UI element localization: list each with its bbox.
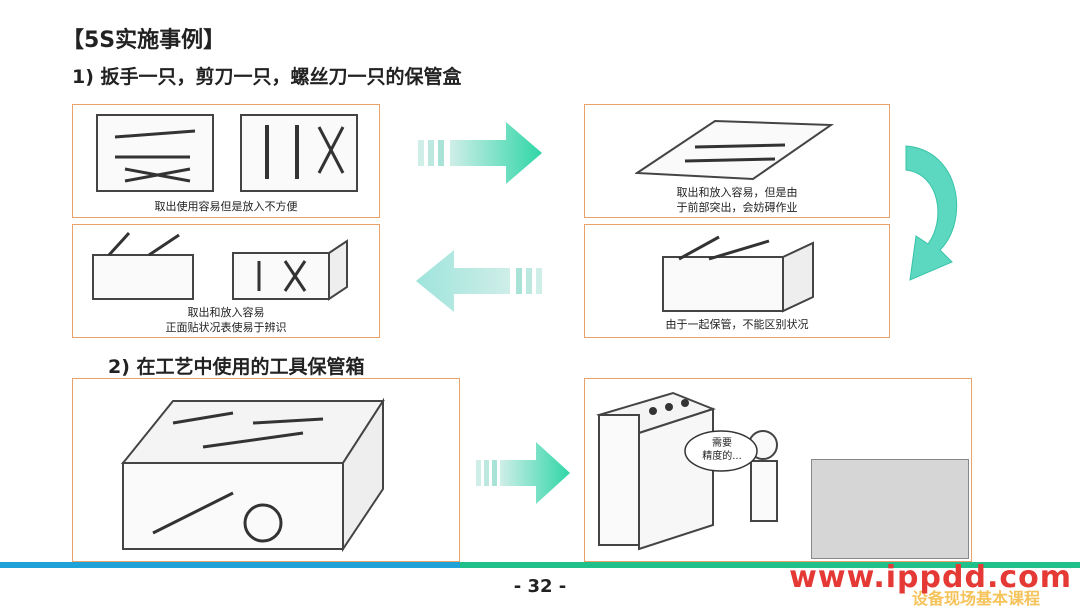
- curved-arrow-down-icon: [905, 145, 958, 281]
- sketch-labelled-box-b: [232, 239, 348, 301]
- sketch-labelled-box-a: [92, 231, 194, 300]
- arrow-left-icon: [416, 250, 542, 312]
- section2-heading: 2) 在工艺中使用的工具保管箱: [108, 356, 365, 378]
- arrow-right-icon-2: [476, 442, 570, 504]
- caption-top-right-1: 取出和放入容易，但是由: [676, 186, 798, 199]
- caption-middle-left-1: 取出和放入容易: [187, 306, 265, 319]
- section1-heading: 1) 扳手一只，剪刀一只，螺丝刀一只的保管盒: [72, 66, 462, 88]
- speech-bubble-icon: [684, 430, 758, 472]
- caption-top-left: 取出使用容易但是放入不方便: [154, 200, 298, 213]
- arrow-right-icon: [418, 122, 542, 184]
- panel-mixed-box: 由于一起保管，不能区别状况: [584, 224, 890, 338]
- caption-middle-right: 由于一起保管，不能区别状况: [665, 318, 809, 331]
- watermark-subtitle: 设备现场基本课程: [911, 589, 1040, 608]
- sketch-toolboard-b: [240, 114, 358, 192]
- panel-toolbox-flat: 取出使用容易但是放入不方便: [72, 104, 380, 218]
- speech-text-2: 精度的...: [702, 451, 742, 462]
- speech-text-1: 需要: [712, 438, 732, 449]
- page-number: - 32 -: [513, 576, 567, 597]
- caption-middle-left-2: 正面贴状况表使易于辨识: [165, 321, 287, 334]
- caption-top-right-2: 于前部突出，会妨碍作业: [676, 201, 798, 214]
- page-title: 【5S实施事例】: [62, 28, 226, 53]
- photo-tool-cart: [811, 459, 969, 559]
- sketch-mixed-box: [662, 235, 814, 313]
- panel-protruding-board: 取出和放入容易，但是由 于前部突出，会妨碍作业: [584, 104, 890, 218]
- sketch-messy-toolbox: [120, 397, 385, 553]
- sketch-protruding-board: [635, 119, 835, 181]
- footer-bar-green: [460, 562, 1080, 568]
- watermark: www.ippdd.com: [789, 560, 1072, 595]
- sketch-toolboard-a: [96, 114, 214, 192]
- panel-workstation: 需要 精度的...: [584, 378, 972, 562]
- panel-messy-toolbox: [72, 378, 460, 562]
- panel-labelled-box: 取出和放入容易 正面贴状况表使易于辨识: [72, 224, 380, 338]
